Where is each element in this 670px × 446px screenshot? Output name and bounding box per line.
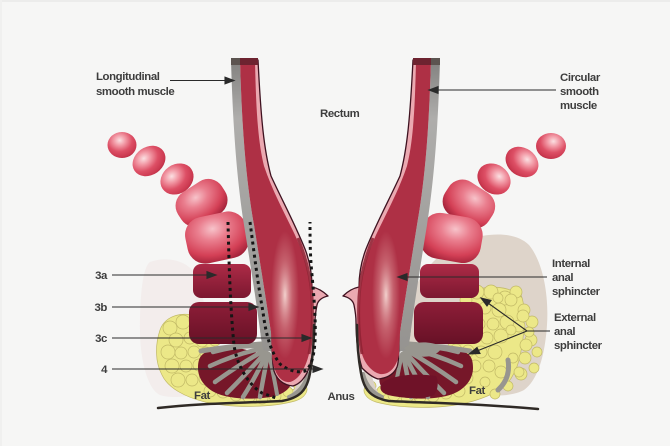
svg-text:Fat: Fat bbox=[194, 390, 210, 402]
svg-text:3a: 3a bbox=[95, 270, 108, 282]
svg-text:Anus: Anus bbox=[328, 391, 355, 403]
svg-text:External: External bbox=[554, 312, 596, 324]
svg-text:muscle: muscle bbox=[560, 100, 597, 112]
svg-text:4: 4 bbox=[101, 364, 108, 376]
svg-text:Longitudinal: Longitudinal bbox=[96, 71, 160, 83]
svg-text:3c: 3c bbox=[95, 333, 107, 345]
svg-text:smooth muscle: smooth muscle bbox=[96, 86, 174, 98]
svg-text:Rectum: Rectum bbox=[320, 108, 360, 120]
svg-text:3b: 3b bbox=[95, 302, 108, 314]
svg-text:sphincter: sphincter bbox=[554, 340, 603, 352]
svg-text:Internal: Internal bbox=[552, 258, 590, 270]
svg-text:anal: anal bbox=[554, 326, 575, 338]
svg-text:sphincter: sphincter bbox=[552, 286, 601, 298]
svg-text:anal: anal bbox=[552, 272, 573, 284]
svg-text:smooth: smooth bbox=[560, 86, 599, 98]
svg-text:Circular: Circular bbox=[560, 72, 601, 84]
svg-text:Fat: Fat bbox=[469, 385, 485, 397]
